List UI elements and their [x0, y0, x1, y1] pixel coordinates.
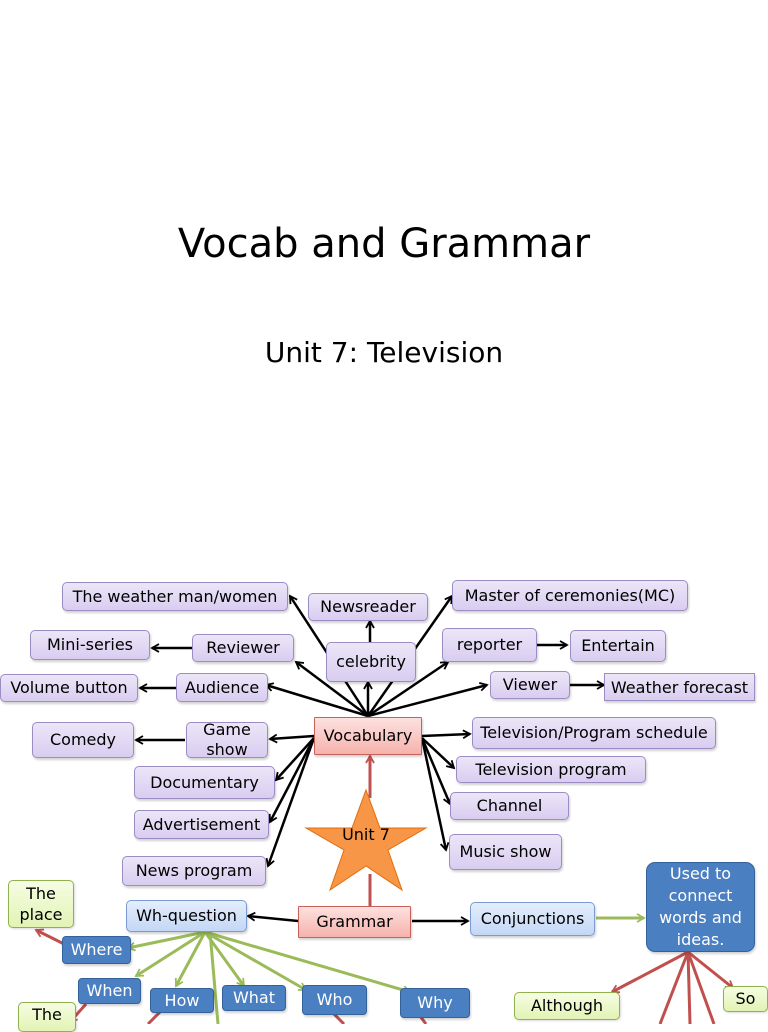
- connector-vocab-schedule: [421, 729, 472, 740]
- node-grammar: Grammar: [298, 906, 411, 938]
- connector-used-so: [687, 950, 735, 990]
- connector-used-down-1: [658, 951, 690, 1024]
- connector-grammar-wh: [246, 911, 299, 923]
- node-weather-forecast: Weather forecast: [604, 673, 755, 701]
- node-reporter: reporter: [442, 628, 537, 662]
- connector-who-down: [332, 1012, 346, 1024]
- connector-vocab-reviewer: [294, 660, 369, 717]
- connector-vocab-tv-program: [421, 737, 456, 770]
- connector-wh-how: [174, 931, 207, 988]
- star-label: Unit 7: [342, 825, 390, 844]
- node-audience: Audience: [176, 673, 268, 702]
- node-game-show: Game show: [186, 722, 268, 758]
- node-conjunction-definition: Used to connect words and ideas.: [646, 862, 755, 952]
- connector-vocab-viewer: [367, 682, 489, 718]
- node-program-schedule: Television/Program schedule: [472, 717, 716, 749]
- page-subtitle: Unit 7: Television: [264, 336, 504, 369]
- connector-vocab-news-program: [265, 737, 316, 868]
- connector-vocab-reporter: [367, 660, 450, 718]
- node-mini-series: Mini-series: [30, 630, 150, 660]
- connector-vocab-documentary: [274, 737, 315, 782]
- connector-where-the-place: [34, 928, 67, 947]
- node-channel: Channel: [450, 792, 569, 820]
- node-although: Although: [514, 992, 620, 1020]
- connector-used-although: [610, 950, 689, 994]
- connector-wh-who: [204, 930, 308, 992]
- connector-wh-why: [204, 930, 412, 995]
- node-unit-star: Unit 7: [298, 788, 434, 892]
- node-who: Who: [302, 985, 367, 1015]
- connector-vocab-game-show: [268, 733, 315, 744]
- node-where: Where: [62, 936, 131, 964]
- connector-how-down: [146, 1010, 162, 1024]
- connector-vocab-channel: [420, 737, 452, 806]
- node-newsreader: Newsreader: [308, 593, 428, 621]
- node-the-place: The place: [8, 880, 74, 928]
- node-news-program: News program: [122, 856, 266, 886]
- node-viewer: Viewer: [490, 671, 570, 699]
- node-music-show: Music show: [449, 834, 562, 870]
- node-wh-question: Wh-question: [126, 900, 247, 932]
- connector-used-down-3: [686, 951, 716, 1024]
- connector-wh-where: [126, 930, 206, 952]
- connector-wh-down: [208, 931, 220, 1024]
- node-television-program: Television program: [456, 756, 646, 783]
- node-conjunctions: Conjunctions: [470, 902, 595, 936]
- node-entertain: Entertain: [570, 630, 666, 662]
- node-vocabulary: Vocabulary: [314, 717, 422, 755]
- node-the-time: The: [18, 1002, 76, 1032]
- page-title: Vocab and Grammar: [177, 221, 591, 267]
- connector-vocab-advertisement: [268, 737, 316, 824]
- connector-wh-when: [134, 930, 206, 978]
- node-reviewer: Reviewer: [192, 634, 294, 662]
- node-master-of-ceremonies: Master of ceremonies(MC): [452, 580, 688, 611]
- node-when: When: [78, 978, 141, 1004]
- connector-vocab-music-show: [420, 737, 450, 852]
- node-comedy: Comedy: [32, 722, 134, 758]
- node-advertisement: Advertisement: [134, 810, 269, 839]
- node-documentary: Documentary: [134, 766, 275, 799]
- connector-vocab-audience: [264, 682, 369, 718]
- connector-used-down-2: [686, 951, 692, 1024]
- node-volume-button: Volume button: [0, 674, 138, 702]
- node-how: How: [150, 988, 214, 1013]
- star-icon: [304, 788, 428, 892]
- node-weather-man: The weather man/women: [62, 582, 288, 611]
- node-what: What: [222, 985, 286, 1011]
- node-so: So: [723, 986, 768, 1012]
- node-why: Why: [400, 988, 470, 1018]
- node-celebrity: celebrity: [326, 642, 416, 682]
